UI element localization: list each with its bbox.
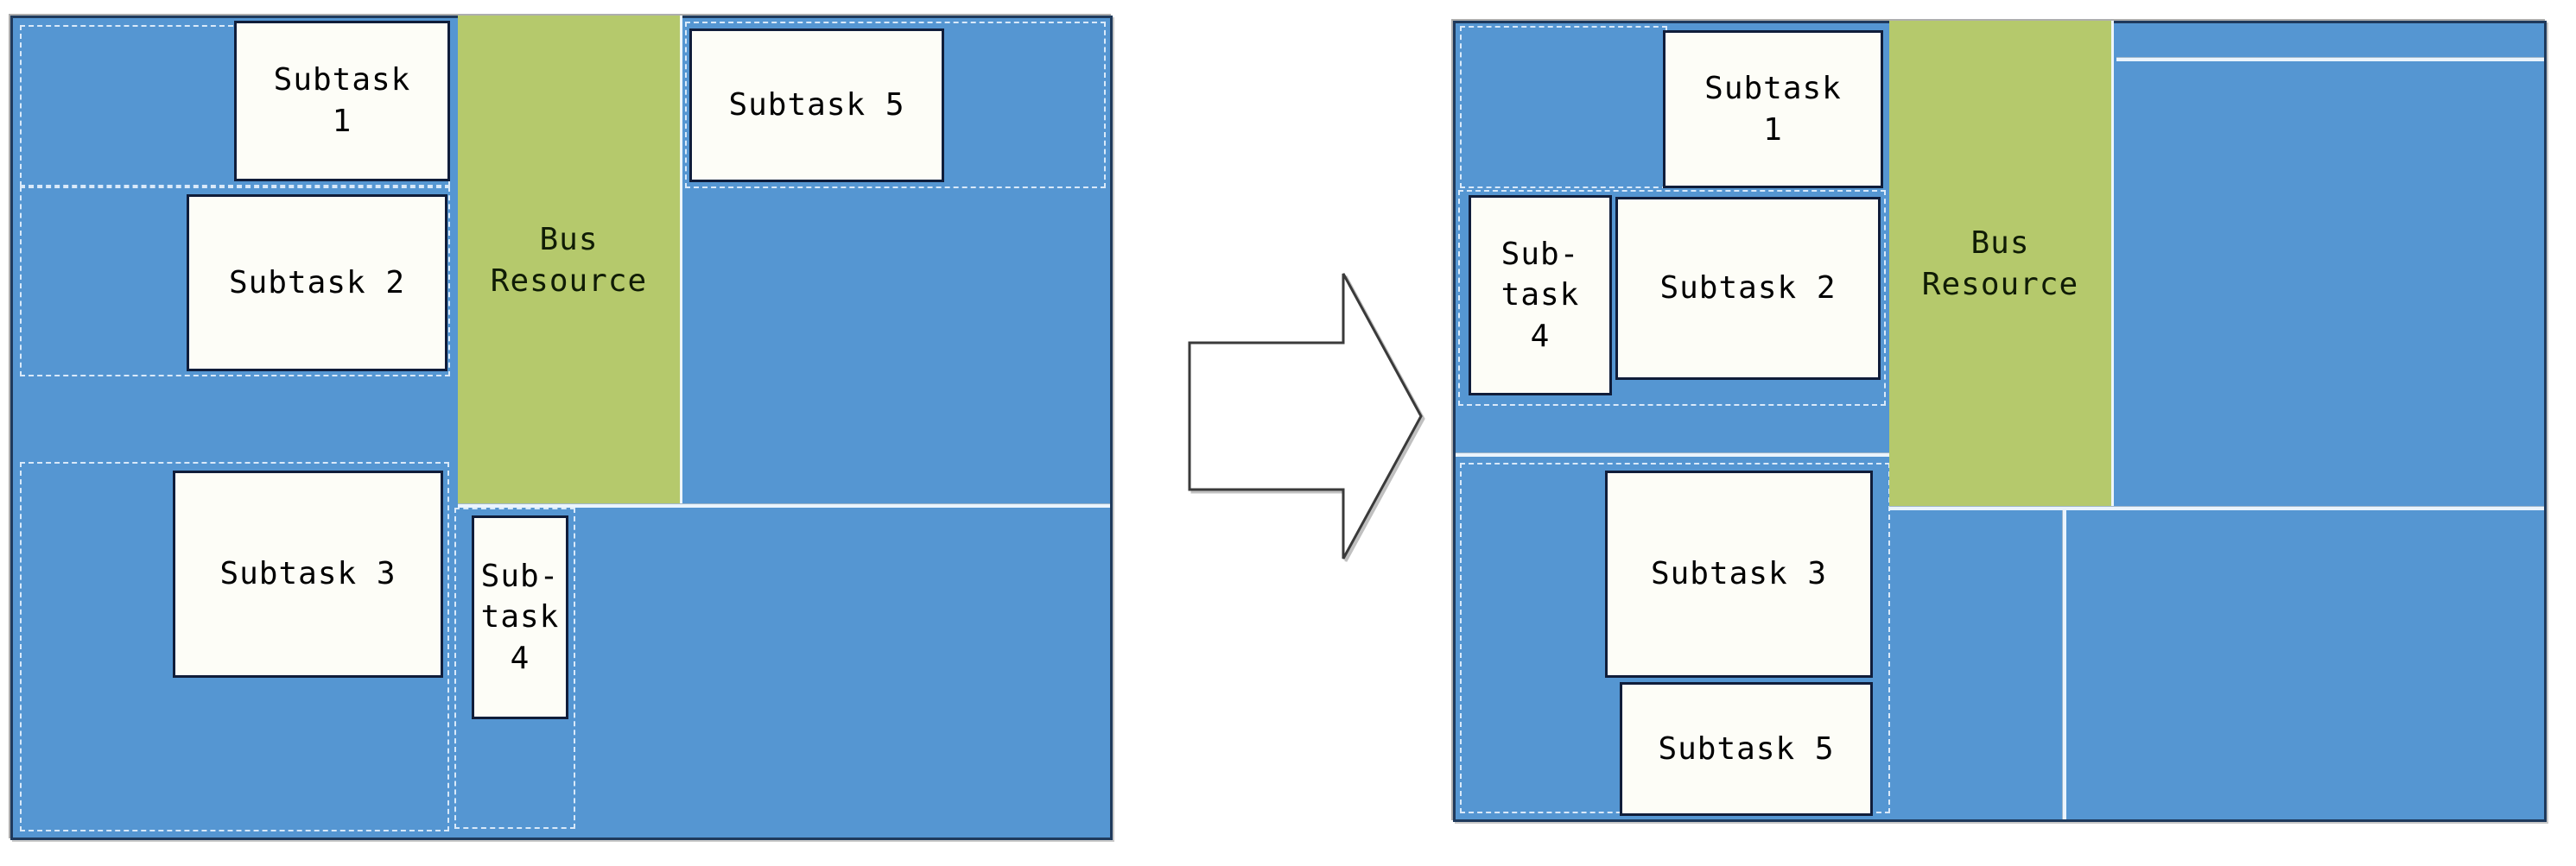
right-bus-resource-label: Bus Resource (1921, 224, 2079, 302)
right-horizontal-divider-mid (1889, 507, 2544, 510)
left-panel: Bus Resource Subtask 1 Subtask 2 Subtask… (10, 16, 1113, 840)
subtask-2-label-left: Subtask 2 (228, 264, 406, 300)
left-region-subtask2 (20, 186, 450, 376)
subtask-4-box-left: Sub- task 4 (472, 515, 568, 719)
subtask-5-box-left: Subtask 5 (689, 28, 944, 182)
subtask-2-box-left: Subtask 2 (187, 194, 447, 371)
subtask-4-box-right: Sub- task 4 (1469, 195, 1612, 395)
right-horizontal-divider-top (2116, 58, 2544, 61)
subtask-1-label-left: Subtask 1 (273, 62, 411, 139)
subtask-4-label-right: Sub- task 4 (1501, 236, 1580, 354)
subtask-2-box-right: Subtask 2 (1615, 197, 1881, 380)
left-bus-resource-label: Bus Resource (490, 222, 648, 299)
subtask-5-label-left: Subtask 5 (728, 87, 905, 123)
left-region-subtask4 (454, 508, 575, 829)
left-horizontal-divider (458, 504, 1110, 508)
right-panel: Bus Resource Subtask 1 Sub- task 4 Subta… (1453, 21, 2547, 822)
subtask-1-label-right: Subtask 1 (1704, 70, 1842, 148)
subtask-1-box-left: Subtask 1 (234, 21, 450, 181)
left-region-subtask5 (685, 22, 1106, 188)
right-region-top-left (1460, 26, 1667, 188)
subtask-3-box-left: Subtask 3 (173, 471, 443, 678)
right-horizontal-divider-left (1456, 453, 1889, 457)
right-vertical-divider (2063, 510, 2066, 819)
subtask-5-label-right: Subtask 5 (1658, 730, 1835, 767)
subtask-4-label-left: Sub- task 4 (480, 558, 560, 676)
left-bus-resource-strip: Bus Resource (458, 16, 682, 506)
subtask-3-label-right: Subtask 3 (1650, 556, 1828, 592)
subtask-1-box-right: Subtask 1 (1663, 30, 1883, 188)
right-region-subtask2-4 (1458, 190, 1886, 406)
subtask-3-label-left: Subtask 3 (219, 556, 397, 592)
transform-arrow-icon (1182, 266, 1432, 568)
subtask-5-box-right: Subtask 5 (1620, 682, 1873, 816)
left-region-subtask3 (20, 462, 449, 831)
subtask-3-box-right: Subtask 3 (1605, 471, 1873, 678)
right-bus-resource-strip: Bus Resource (1889, 21, 2114, 507)
subtask-2-label-right: Subtask 2 (1659, 270, 1837, 307)
